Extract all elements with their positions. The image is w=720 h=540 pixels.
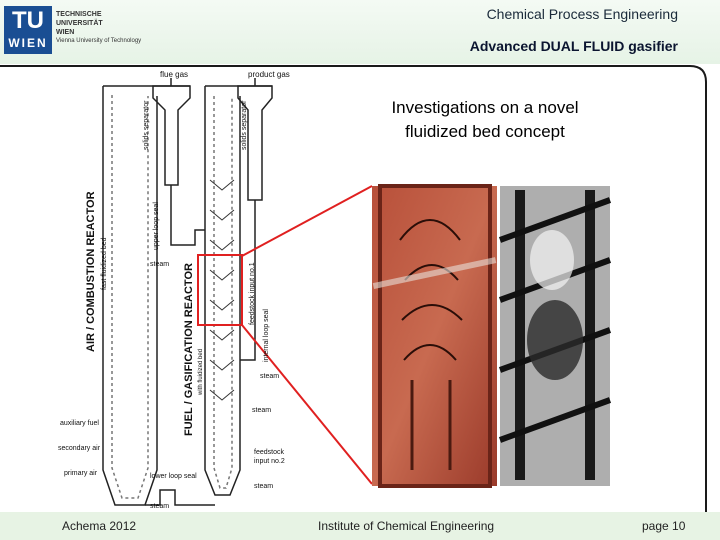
label-upper-loop-seal: upper loop seal: [153, 202, 160, 250]
footer-institute: Institute of Chemical Engineering: [318, 519, 495, 533]
logo-line-1: TECHNISCHE: [56, 11, 102, 18]
label-steam-1: steam: [150, 261, 169, 268]
right-edge-decoration: [702, 110, 716, 510]
label-steam-3: steam: [252, 407, 271, 414]
label-flue-gas: flue gas: [160, 70, 188, 79]
label-fuel-reactor: FUEL / GASIFICATION REACTOR: [183, 263, 195, 436]
logo-wien-text: WIEN: [8, 36, 48, 50]
label-air-reactor-sub: fast fluidized bed: [101, 237, 108, 290]
slide-title-line-2: fluidized bed concept: [405, 122, 565, 141]
zoom-line-bottom: [241, 324, 373, 485]
logo-tagline: Vienna University of Technology: [56, 38, 142, 44]
label-lower-loop-seal: lower loop seal: [150, 473, 197, 480]
slide-frame: [0, 64, 707, 512]
label-auxiliary-fuel: auxiliary fuel: [60, 420, 99, 427]
slide-title-line-1: Investigations on a novel: [391, 98, 579, 117]
footer-page-number: page 10: [642, 519, 686, 533]
label-feedstock-1: feedstock input no.1: [249, 262, 256, 325]
logo-line-2: UNIVERSITÄT: [56, 20, 103, 27]
footer-bar: Achema 2012 Institute of Chemical Engine…: [0, 512, 720, 540]
department-name: Chemical Process Engineering: [486, 6, 678, 22]
zoom-region-box: [197, 254, 243, 326]
tu-wien-logo: TU WIEN: [4, 6, 52, 54]
label-secondary-air: secondary air: [58, 445, 101, 452]
frame-outline: [0, 65, 707, 512]
logo-line-3: WIEN: [56, 29, 75, 36]
label-fuel-reactor-sub: with fluidized bed: [198, 349, 204, 396]
label-solids-separator-2: solids separator: [241, 100, 248, 150]
label-steam-5: steam: [254, 483, 273, 490]
label-primary-air: primary air: [64, 470, 98, 477]
label-internal-loop-seal: internal loop seal: [263, 309, 270, 362]
zoom-line-top: [241, 185, 373, 257]
label-feedstock-2-a: feedstock: [254, 449, 284, 456]
logo-tu-text: TU: [12, 7, 44, 34]
label-product-gas: product gas: [248, 70, 290, 79]
label-steam-4: steam: [150, 503, 169, 510]
label-steam-2: steam: [260, 373, 279, 380]
logo-wordmark: TECHNISCHE UNIVERSITÄT WIEN Vienna Unive…: [56, 10, 141, 46]
label-feedstock-2-b: input no.2: [254, 458, 285, 465]
footer-event: Achema 2012: [62, 519, 137, 533]
label-air-reactor: AIR / COMBUSTION REACTOR: [85, 191, 97, 352]
label-solids-separator-1: solids separator: [143, 100, 150, 150]
slide-title: Investigations on a novel fluidized bed …: [340, 96, 630, 144]
slide-subtitle: Advanced DUAL FLUID gasifier: [469, 38, 678, 54]
header-bar: TU WIEN TECHNISCHE UNIVERSITÄT WIEN Vien…: [0, 0, 720, 64]
